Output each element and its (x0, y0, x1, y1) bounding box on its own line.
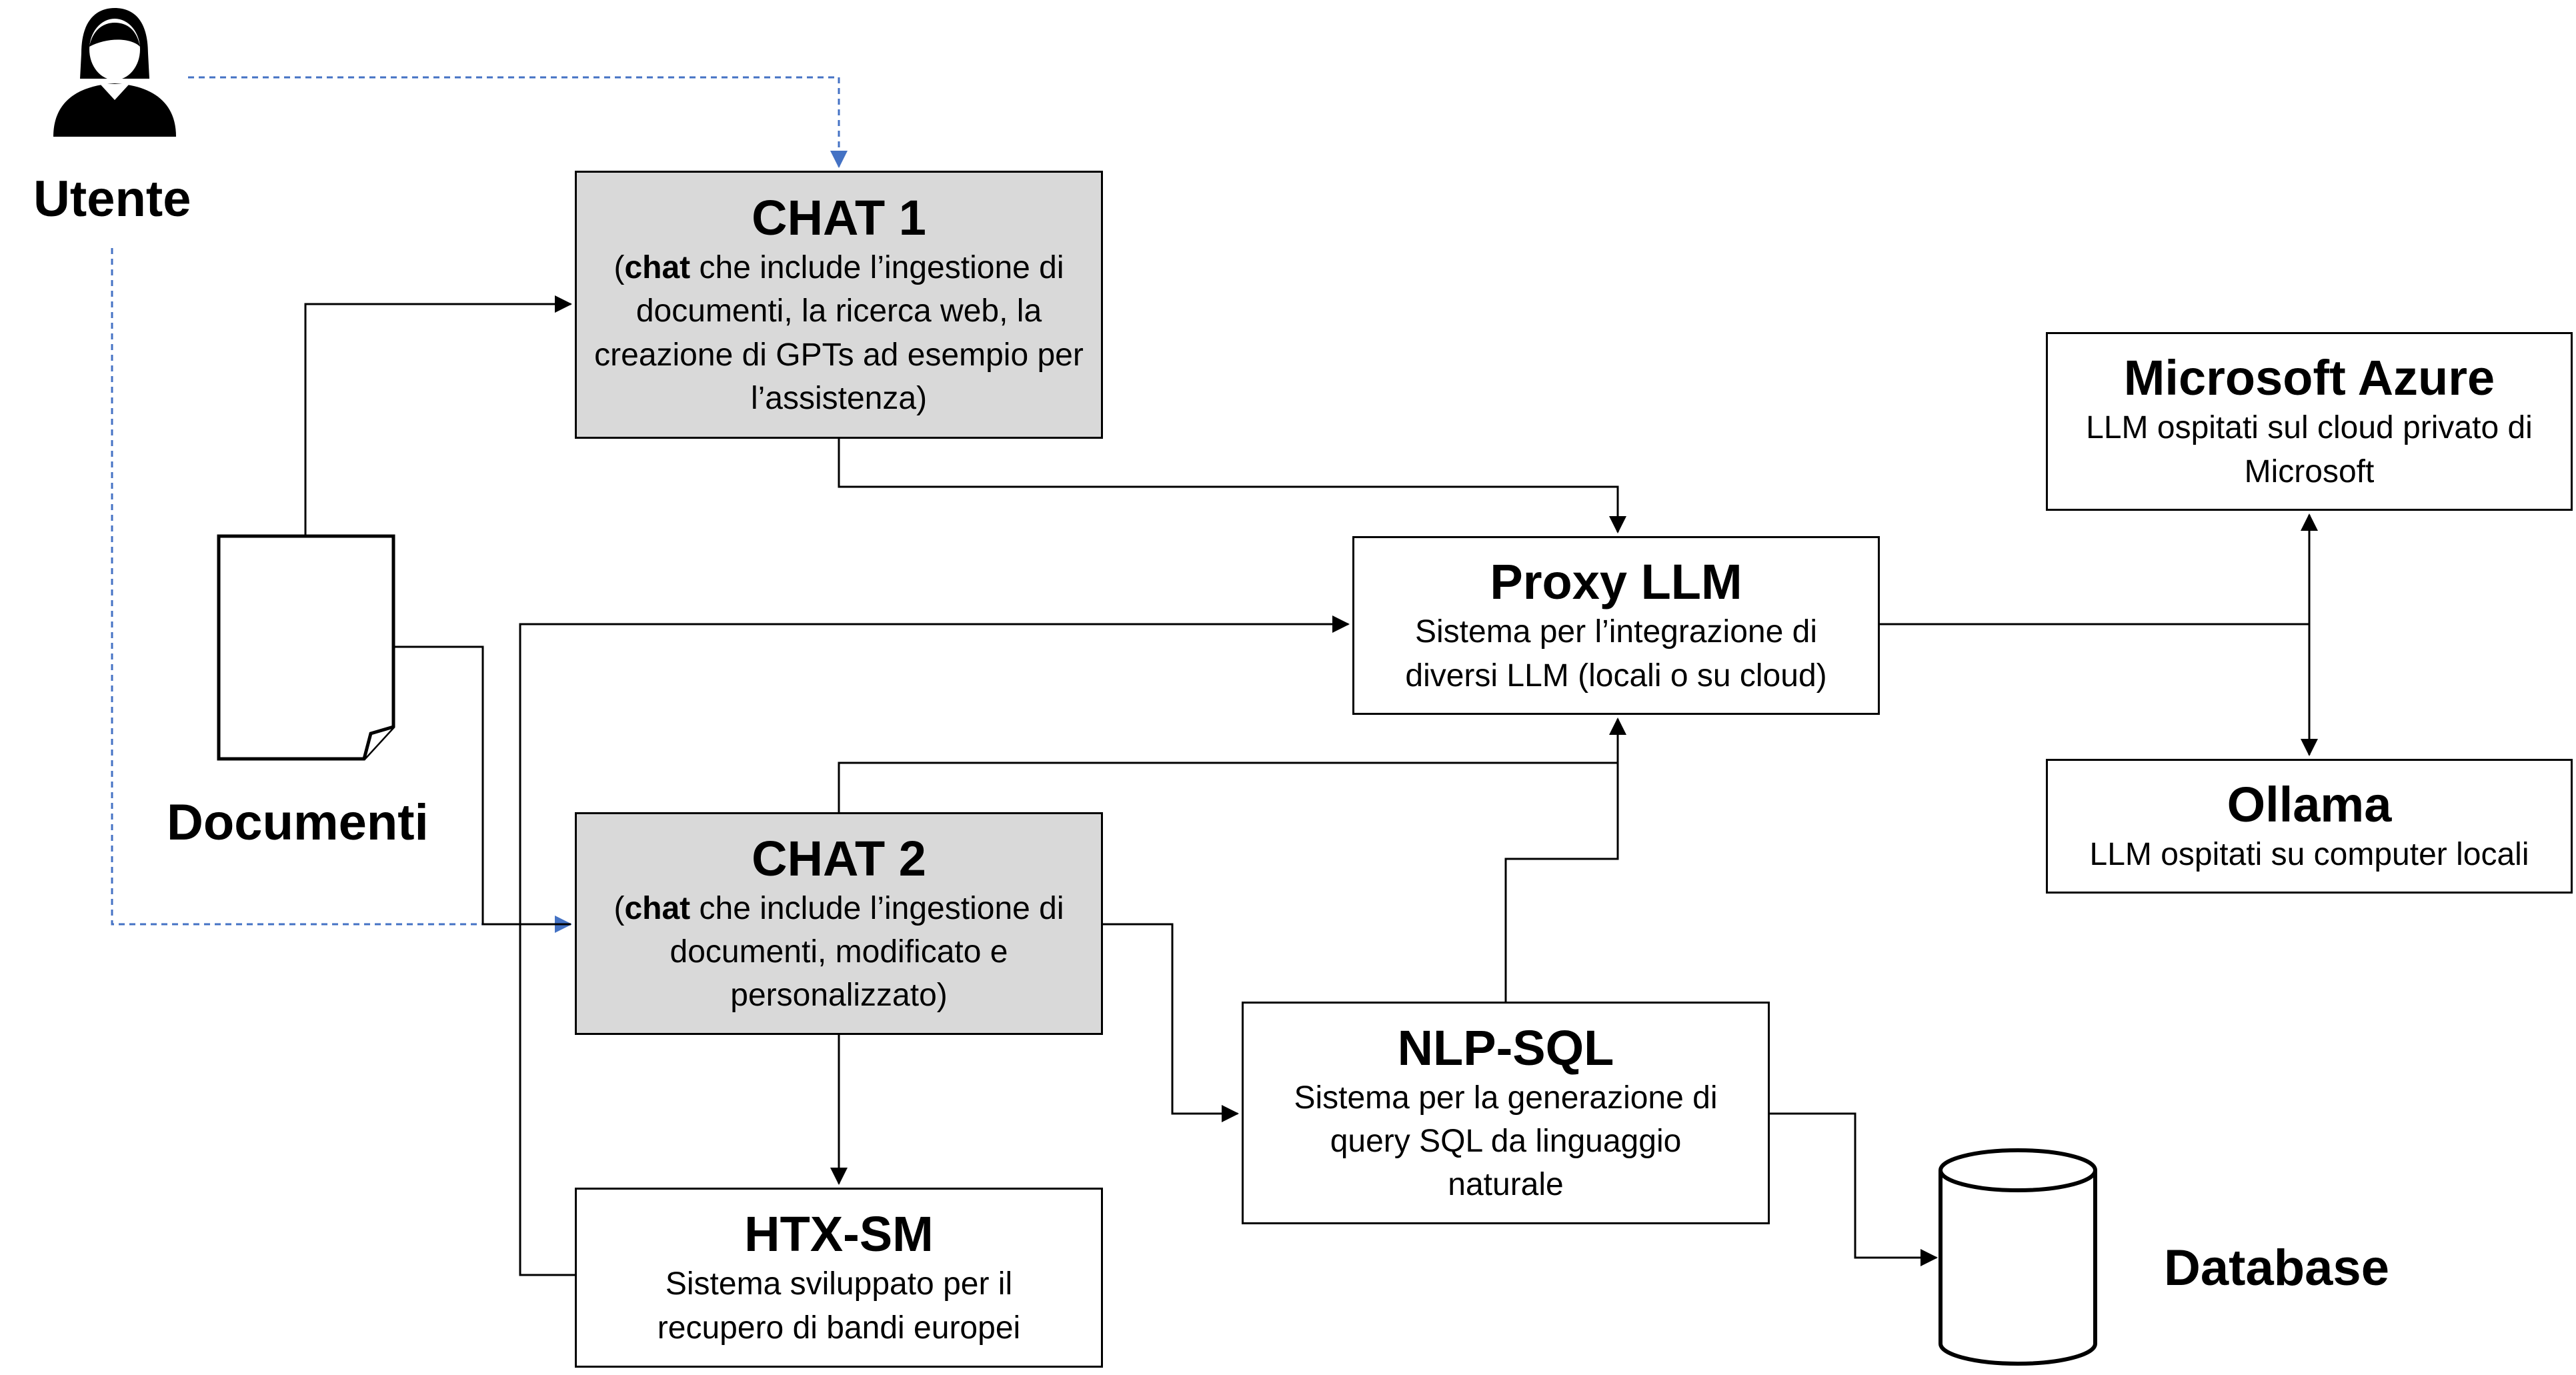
nlp-sql-title: NLP-SQL (1397, 1020, 1614, 1076)
nlp-sql-box: NLP-SQL Sistema per la generazione di qu… (1242, 1002, 1770, 1224)
user-icon (53, 8, 176, 137)
htx-sm-box: HTX-SM Sistema sviluppato per il recuper… (575, 1188, 1103, 1368)
microsoft-azure-description: LLM ospitati sul cloud privato di Micros… (2086, 410, 2533, 489)
chat2-to-nlp-connector (1103, 923, 1239, 1122)
documents-label: Documenti (167, 794, 429, 851)
htx-sm-title: HTX-SM (744, 1206, 934, 1262)
htx-sm-description: Sistema sviluppato per il recupero di ba… (657, 1266, 1021, 1346)
htx-to-proxy-connector (519, 615, 1350, 1276)
nlp-to-proxy-connector (1504, 718, 1626, 1002)
proxy-llm-description: Sistema per l’integrazione di diversi LL… (1405, 614, 1827, 694)
chat2-title: CHAT 2 (752, 830, 926, 886)
database-label: Database (2164, 1240, 2389, 1296)
chat2-to-proxy-connector (838, 762, 1618, 812)
chat2-description: (chat che include l’ingestione di docume… (613, 890, 1064, 1014)
proxy-llm-box: Proxy LLM Sistema per l’integrazione di … (1352, 536, 1880, 715)
microsoft-azure-box: Microsoft Azure LLM ospitati sul cloud p… (2046, 332, 2573, 511)
ollama-box: Ollama LLM ospitati su computer locali (2046, 759, 2573, 894)
user-label: Utente (33, 171, 191, 227)
proxy-llm-title: Proxy LLM (1490, 554, 1742, 610)
user-to-chat1-connector (188, 76, 848, 168)
chat1-box: CHAT 1 (chat che include l’ingestione di… (575, 171, 1103, 439)
nlp-sql-description: Sistema per la generazione di query SQL … (1294, 1080, 1718, 1203)
chat1-to-proxy-connector (838, 439, 1626, 533)
ollama-description: LLM ospitati su computer locali (2089, 836, 2529, 872)
chat1-description: (chat che include l’ingestione di docume… (594, 250, 1084, 416)
document-icon (217, 534, 395, 761)
documents-to-chat1-connector (304, 295, 572, 536)
microsoft-azure-title: Microsoft Azure (2123, 350, 2495, 406)
user-to-chat2-connector (111, 248, 572, 933)
chat2-box: CHAT 2 (chat che include l’ingestione di… (575, 812, 1103, 1035)
documents-to-chat2-connector (393, 645, 571, 926)
ollama-title: Ollama (2227, 776, 2392, 832)
database-icon (1939, 1148, 2097, 1366)
chat1-title: CHAT 1 (752, 189, 926, 245)
nlp-to-database-connector (1770, 1112, 1938, 1266)
